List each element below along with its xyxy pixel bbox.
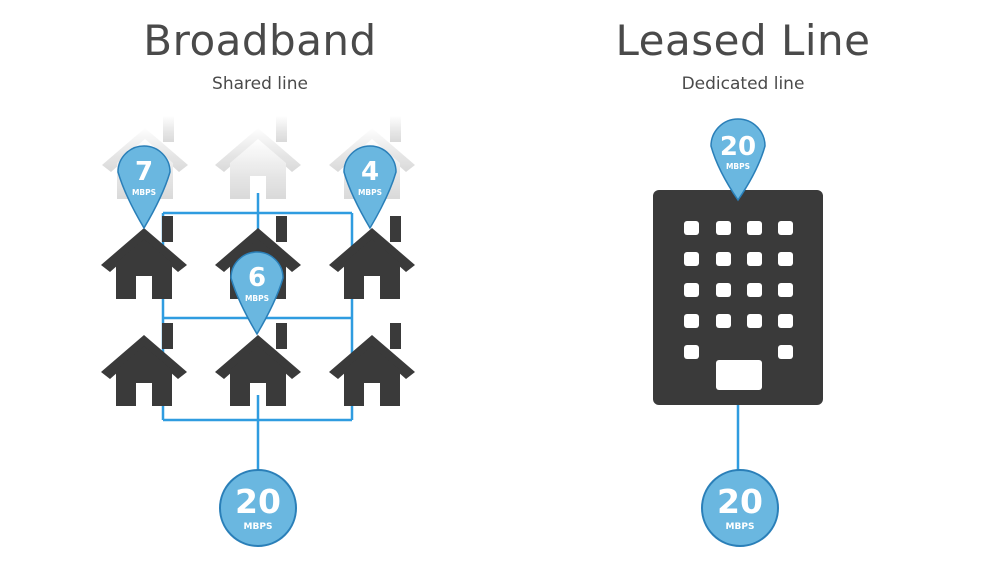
total-value: 20 (235, 482, 281, 521)
pin-unit: MBPS (726, 162, 750, 171)
leased-line-subtitle: Dedicated line (681, 74, 805, 94)
faded-house-icon (215, 116, 301, 199)
total-unit: MBPS (726, 522, 755, 532)
total-unit: MBPS (244, 522, 273, 532)
house-icon (101, 323, 187, 406)
house-icon (329, 323, 415, 406)
map-pin-icon: 6 MBPS (230, 251, 284, 336)
house-icon (329, 216, 415, 299)
pin-unit: MBPS (132, 188, 156, 197)
broadband-title: Broadband (143, 16, 377, 65)
house-icon (215, 323, 301, 406)
pin-unit: MBPS (358, 188, 382, 197)
pin-value: 4 (361, 157, 379, 187)
broadband-bandwidth-circle: 20 MBPS (219, 469, 297, 547)
pin-value: 20 (720, 132, 756, 162)
leased-line-bandwidth-circle: 20 MBPS (701, 469, 779, 547)
map-pin-icon: 4 MBPS (343, 145, 397, 230)
total-value: 20 (717, 482, 763, 521)
broadband-subtitle: Shared line (212, 74, 308, 94)
pin-value: 7 (135, 157, 153, 187)
office-building-icon (653, 190, 823, 405)
pin-unit: MBPS (245, 294, 269, 303)
leased-line-title: Leased Line (615, 16, 871, 65)
map-pin-icon: 7 MBPS (117, 145, 171, 230)
pin-value: 6 (248, 263, 266, 293)
map-pin-icon: 20 MBPS (710, 118, 766, 202)
